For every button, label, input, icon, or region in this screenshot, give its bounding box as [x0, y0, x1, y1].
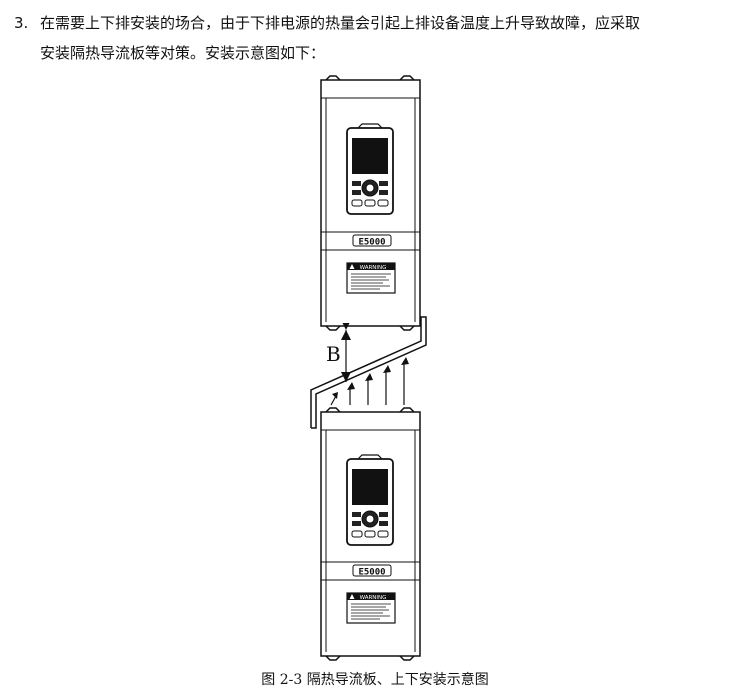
upper-keypad — [346, 123, 394, 215]
upper-display — [352, 138, 388, 174]
lower-unit-body — [320, 411, 421, 657]
lower-warning-text: WARNING — [360, 595, 387, 601]
airflow-arrows — [330, 357, 409, 406]
upper-top-tabs — [325, 75, 415, 81]
dimension-b-marker: B — [326, 322, 351, 382]
lower-brand-label: E5000 — [358, 568, 385, 578]
paragraph-line-1: 3. 在需要上下排安装的场合，由于下排电源的热量会引起上排设备温度上升导致故障，应… — [14, 8, 734, 38]
dimension-b-label: B — [326, 342, 341, 366]
lower-display — [352, 469, 388, 505]
lower-bottom-tabs — [325, 655, 415, 661]
upper-brand-label: E5000 — [358, 238, 385, 248]
upper-unit-body — [320, 79, 421, 327]
upper-inverter-unit: E5000 WARNING — [320, 75, 421, 331]
upper-warning-text: WARNING — [360, 265, 387, 271]
upper-bottom-tabs — [325, 325, 415, 331]
lower-top-tabs — [325, 407, 415, 413]
lower-warning-label: WARNING — [346, 592, 396, 624]
paragraph-line-2: 安装隔热导流板等对策。安装示意图如下： — [40, 44, 326, 62]
item-number: 3. — [14, 14, 29, 32]
paragraph-text-1: 在需要上下排安装的场合，由于下排电源的热量会引起上排设备温度上升导致故障，应采取 — [40, 14, 641, 32]
lower-inverter-unit: E5000 WARNING — [320, 407, 421, 661]
instruction-paragraph: 3. 在需要上下排安装的场合，由于下排电源的热量会引起上排设备温度上升导致故障，应… — [14, 8, 734, 68]
upper-warning-label: WARNING — [346, 262, 396, 294]
figure-caption: 图 2-3 隔热导流板、上下安装示意图 — [261, 672, 489, 688]
lower-keypad — [346, 454, 394, 546]
